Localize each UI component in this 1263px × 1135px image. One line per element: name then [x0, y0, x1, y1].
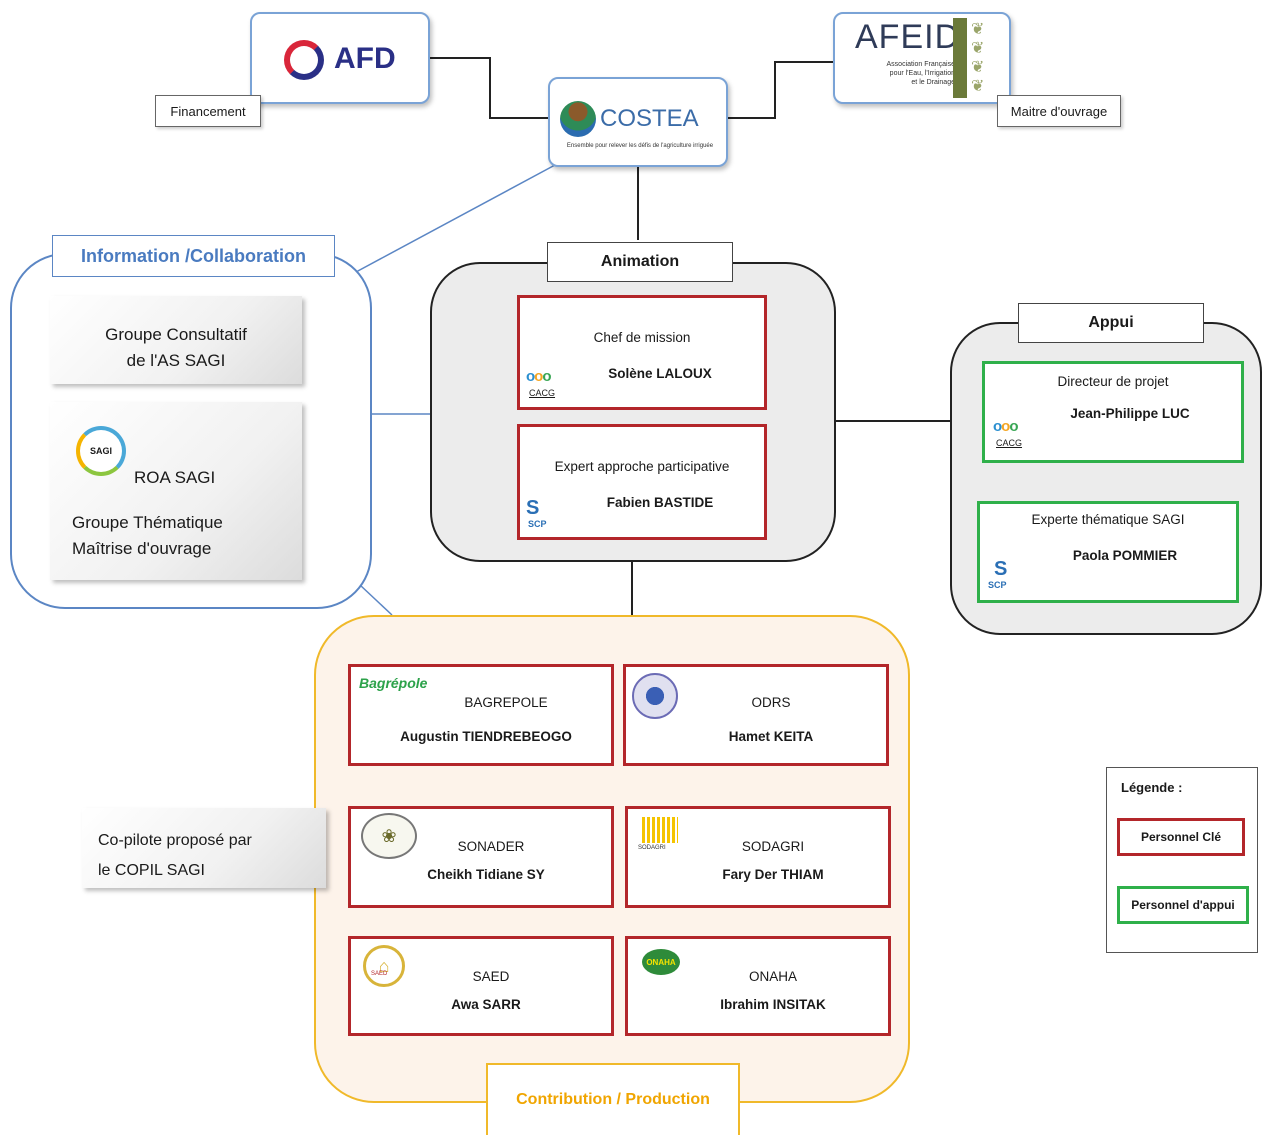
org-label: ODRS: [751, 695, 791, 710]
costea-tagline: Ensemble pour relever les défis de l'agr…: [566, 143, 714, 149]
sagi-logo: SAGI: [76, 426, 126, 476]
org-label: SODAGRI: [741, 839, 805, 854]
legend-key-staff: Personnel Clé: [1117, 818, 1245, 856]
role-label: Experte thématique SAGI: [1031, 512, 1185, 527]
afd-wordmark: AFD: [334, 42, 396, 75]
expert-participative-box: Expert approche participative Fabien BAS…: [517, 424, 767, 540]
person-name: Augustin TIENDREBEOGO: [400, 729, 572, 744]
afeid-wordmark: AFEID: [855, 18, 961, 56]
cacg-label: CACG: [529, 388, 556, 398]
sonader-seal-icon: ❀: [361, 813, 417, 859]
scp-label: SCP: [528, 519, 547, 529]
cacg-logo-icon: ooo: [526, 368, 552, 385]
org-label: SAED: [472, 969, 510, 984]
animation-title: Animation: [547, 242, 733, 282]
person-name: Jean-Philippe LUC: [1070, 406, 1190, 421]
org-label: BAGREPOLE: [464, 695, 548, 710]
bagrepole-logo: Bagrépole: [359, 675, 428, 691]
saed-logo-icon: ⌂: [363, 945, 405, 987]
financement-tag: Financement: [155, 95, 261, 127]
sodagri-logo-text: SODAGRI: [638, 845, 666, 851]
chef-de-mission-box: Chef de mission Solène LALOUX ooo CACG: [517, 295, 767, 410]
person-name: Fabien BASTIDE: [606, 495, 714, 510]
experte-thematique-box: Experte thématique SAGI Paola POMMIER S …: [977, 501, 1239, 603]
scp-label: SCP: [988, 580, 1007, 590]
saed-box: ⌂ SAED SAED Awa SARR: [348, 936, 614, 1036]
contribution-title: Contribution / Production: [486, 1063, 740, 1135]
maitre-ouvrage-tag: Maitre d'ouvrage: [997, 95, 1121, 127]
bagrepole-box: Bagrépole BAGREPOLE Augustin TIENDREBEOG…: [348, 664, 614, 766]
afd-logo-card: AFD: [250, 12, 430, 104]
legend: Légende : Personnel Clé Personnel d'appu…: [1106, 767, 1258, 953]
legend-title: Légende :: [1121, 780, 1183, 795]
cacg-logo-icon: ooo: [993, 418, 1019, 435]
information-collaboration-title: Information /Collaboration: [52, 235, 335, 277]
afd-ring-icon: [284, 40, 324, 80]
scp-s-icon: S: [526, 497, 540, 519]
person-name: Hamet KEITA: [728, 729, 814, 744]
costea-logo-card: COSTEA Ensemble pour relever les défis d…: [548, 77, 728, 167]
onaha-logo: ONAHA: [642, 949, 680, 975]
roa-sagi-label: ROA SAGI: [134, 468, 216, 487]
sodagri-box: SODAGRI SODAGRI Fary Der THIAM: [625, 806, 891, 908]
saed-logo-text: SAED: [371, 971, 388, 977]
afeid-bar-icon: [953, 18, 967, 98]
role-label: Chef de mission: [593, 330, 691, 345]
org-label: SONADER: [457, 839, 525, 854]
org-label: ONAHA: [748, 969, 797, 984]
role-label: Expert approche participative: [554, 459, 730, 474]
sonader-box: ❀ SONADER Cheikh Tidiane SY: [348, 806, 614, 908]
person-name: Cheikh Tidiane SY: [427, 867, 545, 882]
role-label: Directeur de projet: [1057, 374, 1169, 389]
person-name: Solène LALOUX: [608, 366, 712, 381]
cacg-label: CACG: [996, 438, 1023, 448]
odrs-box: ODRS Hamet KEITA: [623, 664, 889, 766]
person-name: Awa SARR: [451, 997, 521, 1012]
sodagri-logo-icon: [642, 817, 678, 843]
directeur-de-projet-box: Directeur de projet Jean-Philippe LUC oo…: [982, 361, 1244, 463]
legend-support-staff: Personnel d'appui: [1117, 886, 1249, 924]
appui-title: Appui: [1018, 303, 1204, 343]
costea-globe-icon: [560, 101, 596, 137]
onaha-box: ONAHA ONAHA Ibrahim INSITAK: [625, 936, 891, 1036]
person-name: Paola POMMIER: [1072, 548, 1178, 563]
costea-wordmark: COSTEA: [600, 105, 699, 132]
person-name: Ibrahim INSITAK: [720, 997, 826, 1012]
scp-s-icon: S: [994, 558, 1008, 580]
odrs-seal-icon: [632, 673, 678, 719]
person-name: Fary Der THIAM: [722, 867, 824, 882]
leaf-icon: ❦❦❦❦: [971, 21, 985, 95]
